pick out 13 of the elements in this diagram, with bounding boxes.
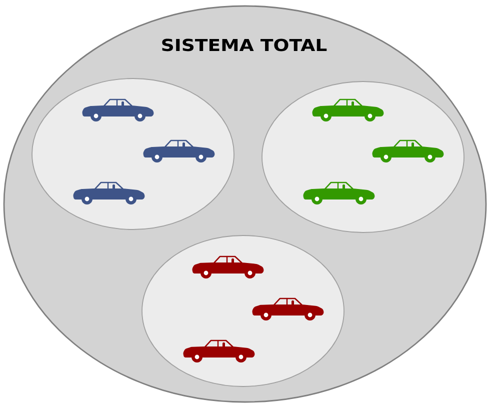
car-icon xyxy=(312,98,384,122)
system-title: SISTEMA TOTAL xyxy=(162,38,327,52)
car-icon xyxy=(192,256,264,278)
car-icon xyxy=(372,140,444,162)
inner-ellipse xyxy=(32,78,234,230)
car-icon xyxy=(252,298,324,320)
car-icon xyxy=(303,182,375,204)
car-icon xyxy=(183,340,255,362)
car-icon xyxy=(73,182,145,204)
car-icon xyxy=(82,98,154,122)
car-icon xyxy=(143,140,215,162)
inner-ellipse xyxy=(262,81,464,233)
inner-ellipse xyxy=(142,235,344,387)
